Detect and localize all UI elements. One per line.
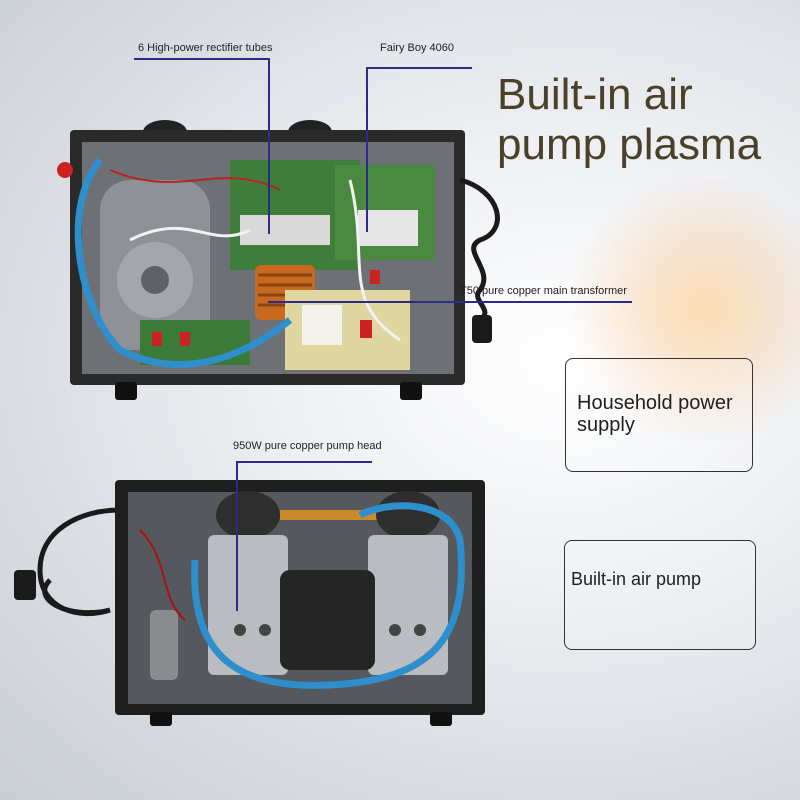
- callout-rectifier-line-h: [134, 58, 270, 60]
- callout-rectifier-line-v: [268, 58, 270, 234]
- callout-fairy-boy-label: Fairy Boy 4060: [380, 42, 454, 54]
- callout-fairy-boy-line-h: [366, 67, 472, 69]
- callout-transformer-line: [268, 301, 632, 303]
- callout-rectifier-label: 6 High-power rectifier tubes: [138, 42, 273, 54]
- air-pump-photo: [14, 480, 485, 726]
- background-sparks: [560, 180, 800, 440]
- callout-fairy-boy-line-v: [366, 67, 368, 232]
- feature-power-supply-text: Household power supply: [577, 392, 733, 436]
- callout-pump-head-label: 950W pure copper pump head: [233, 440, 382, 452]
- feature-box-air-pump: Built-in air pump: [564, 540, 756, 650]
- feature-air-pump-text: Built-in air pump: [571, 569, 702, 589]
- feature-box-power-supply: Household power supply: [565, 358, 753, 472]
- machine-interior-photo: [57, 120, 500, 400]
- callout-transformer-label: T50 pure copper main transformer: [460, 285, 627, 297]
- callout-pump-head-line-h: [236, 461, 372, 463]
- headline: Built-in air pump plasma: [497, 70, 762, 169]
- callout-pump-head-line-v: [236, 461, 238, 611]
